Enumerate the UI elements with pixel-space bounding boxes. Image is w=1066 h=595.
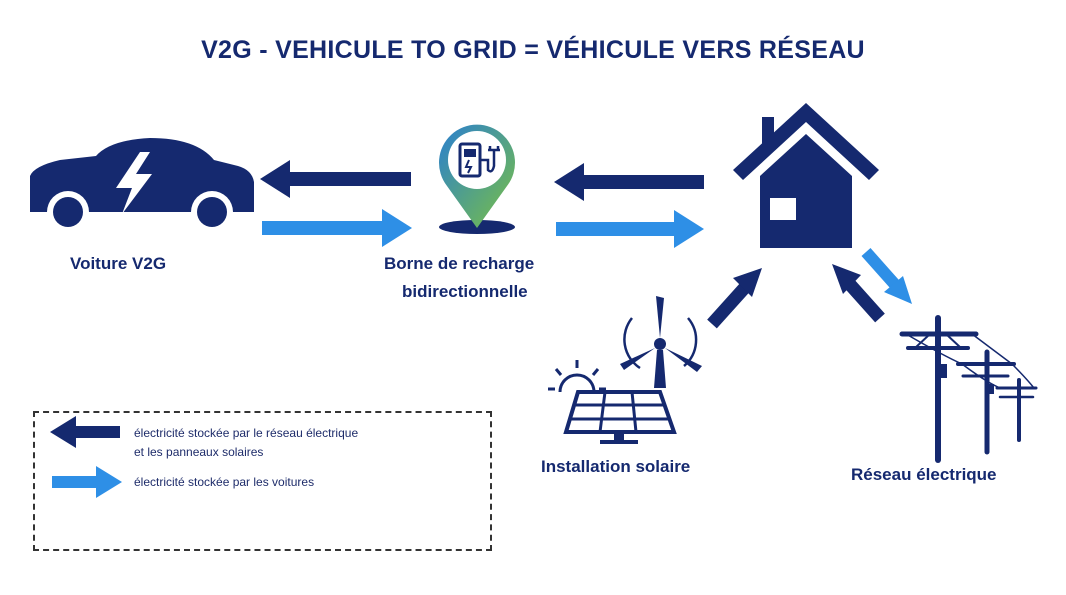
diagram-title: V2G - VEHICULE TO GRID = VÉHICULE VERS R… bbox=[201, 36, 865, 64]
arrow-solar-to-house bbox=[707, 268, 762, 329]
solar-panel-icon bbox=[563, 390, 677, 444]
legend-light-arrow bbox=[52, 466, 122, 498]
legend-dark-line1: électricité stockée par le réseau électr… bbox=[134, 426, 359, 440]
arrow-grid-to-house bbox=[832, 264, 885, 323]
charging-station-icon bbox=[439, 124, 515, 234]
legend-dark-line2: et les panneaux solaires bbox=[134, 445, 264, 459]
legend-dark-arrow bbox=[50, 416, 120, 448]
charger-label-line2: bidirectionnelle bbox=[402, 282, 528, 301]
lightning-icon bbox=[116, 152, 152, 214]
power-pylon-icon bbox=[899, 315, 1038, 463]
grid-label: Réseau électrique bbox=[851, 465, 997, 484]
charger-label-line1: Borne de recharge bbox=[384, 254, 535, 273]
car-icon bbox=[30, 138, 254, 233]
wind-turbine-icon bbox=[620, 296, 702, 388]
car-label: Voiture V2G bbox=[70, 254, 167, 273]
arrow-charger-to-house bbox=[556, 210, 704, 248]
arrow-car-to-charger bbox=[262, 209, 412, 247]
arrow-charger-to-car bbox=[260, 160, 411, 198]
sun-icon bbox=[548, 360, 606, 393]
legend-light-text: électricité stockée par les voitures bbox=[134, 475, 315, 489]
house-icon bbox=[733, 103, 879, 248]
solar-label: Installation solaire bbox=[541, 457, 691, 476]
legend-box bbox=[33, 411, 492, 551]
arrow-house-to-charger bbox=[554, 163, 704, 201]
arrow-house-to-grid bbox=[861, 248, 912, 304]
